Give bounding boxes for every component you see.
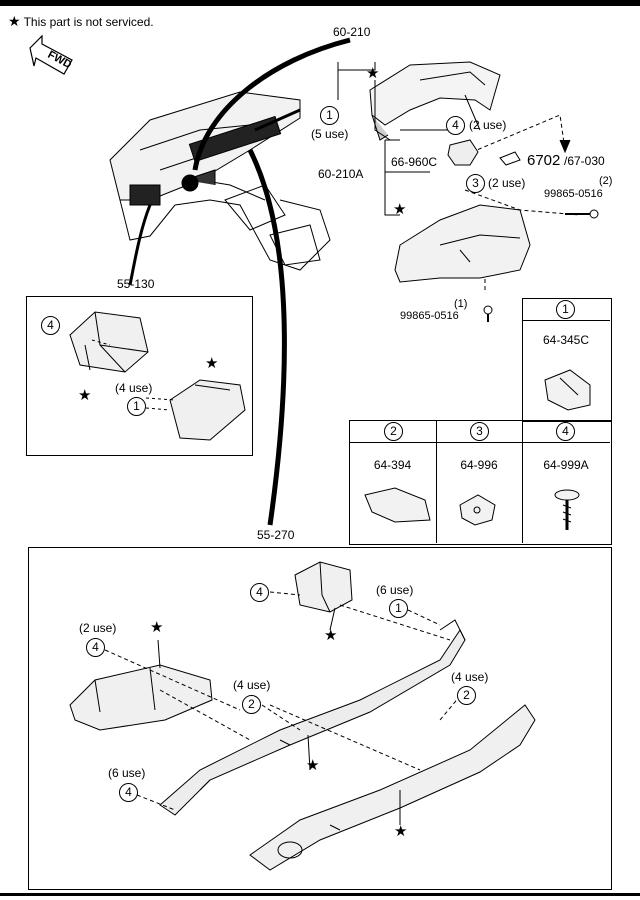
cluster-hood-illustration	[369, 61, 501, 141]
top-border-bar	[0, 0, 640, 6]
callout-2: 2	[242, 695, 261, 714]
legend-divider-b	[522, 420, 523, 543]
callout-4: 4	[250, 583, 269, 602]
legend-part-64-394: 64-394	[373, 458, 412, 472]
legend-callout-3: 3	[470, 422, 489, 441]
label-60-210a: 60-210A	[318, 167, 364, 181]
column-cover-illustration	[394, 204, 531, 283]
legend-callout-1: 1	[556, 300, 575, 319]
nut-64-996-illustration	[459, 494, 496, 526]
use-6-b: (6 use)	[108, 766, 146, 780]
callout-1: 1	[127, 397, 146, 416]
use-6-a: (6 use)	[376, 583, 414, 597]
star-icon: ★	[306, 757, 320, 774]
star-icon: ★	[205, 355, 219, 372]
fwd-arrow-icon	[29, 34, 73, 75]
star-icon: ★	[394, 823, 408, 840]
legend-divider-a	[436, 420, 437, 543]
screw-bottom-part: 99865-0516	[400, 310, 459, 322]
legend-row-2-4	[349, 420, 612, 545]
lower-cover-illustration	[249, 704, 536, 871]
use-4-a: (4 use)	[115, 381, 153, 395]
callout-1: 1	[320, 106, 339, 125]
label-55-270: 55-270	[257, 528, 295, 542]
star-icon: ★	[324, 627, 338, 644]
label-6702: 6702	[527, 152, 561, 169]
star-icon: ★	[78, 387, 92, 404]
callout-4: 4	[41, 316, 60, 335]
screw-64-999a-illustration	[554, 489, 580, 530]
legend-callout-4: 4	[556, 422, 575, 441]
legend-part-64-996: 64-996	[460, 458, 498, 472]
not-serviced-note: ★This part is not serviced.	[8, 13, 154, 30]
label-67-030: /67-030	[564, 154, 605, 168]
vent-illustration-top-right	[294, 561, 353, 613]
callout-4: 4	[119, 783, 138, 802]
leader-60-210	[192, 37, 351, 171]
use-4-b: (4 use)	[451, 670, 489, 684]
screw-right-part: 99865-0516	[544, 188, 603, 200]
legend-row-header	[349, 420, 610, 443]
clip-64-394-illustration	[364, 487, 431, 523]
star-icon: ★	[366, 65, 380, 82]
callout-4: 4	[446, 116, 465, 135]
star-icon: ★	[393, 201, 407, 218]
use-2-a: (2 use)	[469, 118, 507, 132]
vent-illustration-55-130	[69, 311, 149, 373]
group-55-130-box	[26, 296, 253, 456]
use-5: (5 use)	[311, 127, 349, 141]
screw-right-qty: (2)	[599, 175, 613, 187]
leader-55-270	[247, 148, 287, 526]
dashboard-illustration	[109, 91, 331, 271]
callout-4: 4	[86, 638, 105, 657]
legend-callout-2: 2	[384, 422, 403, 441]
legend-part-64-999a: 64-999A	[543, 458, 589, 472]
callout-3: 3	[466, 174, 485, 193]
callout-1: 1	[389, 599, 408, 618]
label-55-130: 55-130	[117, 277, 155, 291]
use-2-b: (2 use)	[488, 176, 526, 190]
bottom-border-bar	[0, 893, 640, 896]
use-4-c: (4 use)	[233, 678, 271, 692]
duct-illustration	[159, 619, 466, 816]
label-66-960c: 66-960C	[391, 155, 438, 169]
legend-cell-1	[522, 298, 612, 422]
panel-illustration-55-130	[169, 379, 246, 441]
legend-part-64-345c: 64-345C	[542, 333, 590, 347]
screw-bottom-qty: (1)	[454, 298, 468, 310]
leader-55-130	[128, 204, 152, 286]
label-60-210: 60-210	[333, 25, 371, 39]
legend-cell-1-header	[522, 298, 610, 321]
group-55-270-box	[28, 547, 612, 890]
star-icon: ★	[150, 619, 164, 636]
callout-2: 2	[457, 686, 476, 705]
clip-64-345c-illustration	[544, 369, 591, 411]
star-icon: ★	[8, 13, 21, 29]
use-2-c: (2 use)	[79, 621, 117, 635]
note-text: This part is not serviced.	[23, 15, 154, 29]
